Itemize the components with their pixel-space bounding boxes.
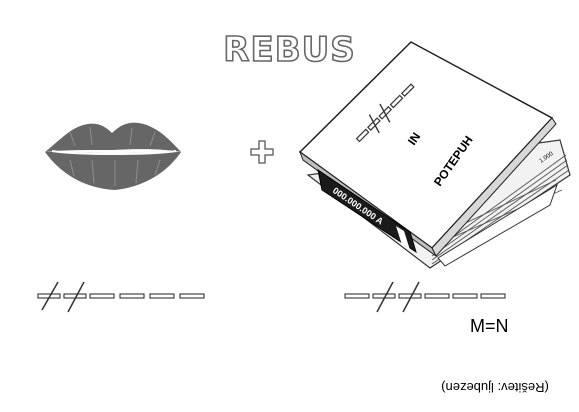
letter-condition: M=N [470,316,509,336]
answer-blanks-right [344,281,506,313]
answer-blanks-left [37,281,205,313]
solution-hint-upside-down: (Rešitev: ljubezen) [441,380,549,395]
book-icon: 000.000.000 A 1.000 IN POTEPUH [298,41,571,269]
rebus-title: REBUS [222,29,356,71]
plus-sign [250,140,274,164]
lips-icon [45,122,181,190]
